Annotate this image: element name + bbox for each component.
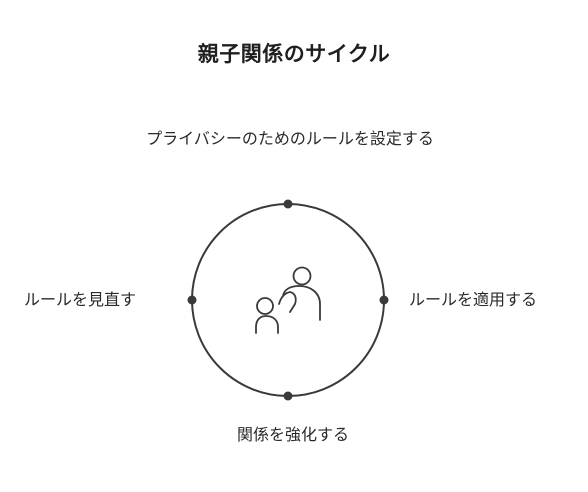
node-top: [283, 199, 293, 209]
step-apply-rules: ルールを適用する: [409, 290, 538, 309]
node-right: [379, 295, 389, 305]
diagram-title: 親子関係のサイクル: [197, 42, 391, 66]
step-review-rules: ルールを見直す: [24, 290, 137, 309]
step-set-rules: プライバシーのためのルールを設定する: [146, 129, 434, 148]
parent-child-icon: [255, 266, 321, 334]
step-strengthen-relationship: 関係を強化する: [236, 425, 349, 444]
node-left: [187, 295, 197, 305]
node-bottom: [283, 391, 293, 401]
cycle-ring: [191, 203, 385, 397]
